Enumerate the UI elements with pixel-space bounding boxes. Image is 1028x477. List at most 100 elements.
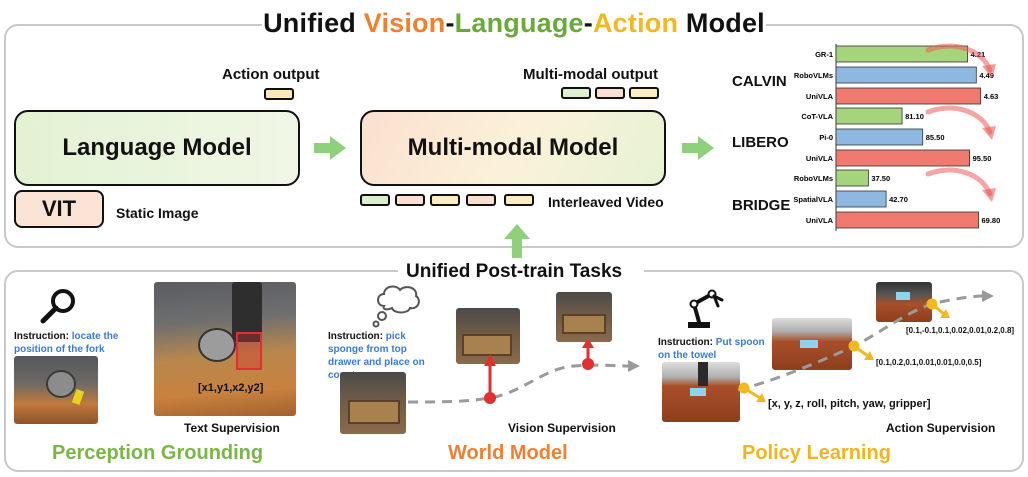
drawer-shape (462, 334, 512, 356)
category-label: SpatialVLA (793, 195, 833, 204)
policy-instruction-label: Instruction: (658, 337, 713, 348)
category-label: Pi-0 (819, 133, 833, 142)
kitchen-photo-large (154, 282, 296, 416)
policy-learning-title: Policy Learning (742, 442, 891, 464)
bar-bridge-robovlms (835, 169, 869, 187)
value-label: 95.50 (973, 154, 992, 163)
drawer-photo-1 (340, 372, 406, 434)
policy-instruction-text: Put spoon on the towel (658, 337, 765, 361)
multimodal-output-token-1 (561, 87, 591, 99)
benchmark-calvin: CALVIN (732, 73, 787, 90)
improvement-arrow-icon (925, 105, 993, 135)
pot-shape (46, 370, 76, 398)
text-supervision-label: Text Supervision (184, 421, 280, 435)
value-label: 81.10 (905, 112, 924, 121)
pot-shape (198, 328, 236, 362)
language-model-box: Language Model (14, 110, 300, 186)
world-model-title: World Model (448, 442, 568, 464)
kitchen-photo-small (14, 356, 98, 424)
bbox-coordinates: [x1,y1,x2,y2] (198, 382, 264, 394)
action-output-token (264, 88, 294, 100)
bar-bridge-univla (835, 211, 979, 229)
category-label: GR-1 (815, 50, 833, 59)
perception-instruction-text: locate the position of the fork (14, 331, 119, 355)
title-word-model: Model (685, 8, 765, 38)
action-vector-label: [x, y, z, roll, pitch, yaw, gripper] (768, 398, 931, 410)
title-word-vision: Vision (363, 8, 446, 38)
video-token-5 (504, 194, 534, 206)
language-model-label: Language Model (62, 134, 252, 161)
improvement-arrow-icon (925, 43, 993, 73)
improvement-arrow-icon (925, 167, 993, 197)
category-label: RoboVLMs (794, 71, 833, 80)
drawer-shape (348, 400, 400, 424)
robot-arm-shape (698, 362, 708, 386)
table-photo-3 (876, 282, 932, 322)
perception-instruction: Instruction: locate the position of the … (14, 330, 144, 356)
bar-bridge-spatialvla (835, 190, 887, 208)
bar-calvin-univla (835, 87, 982, 105)
drawer-shape (562, 314, 606, 334)
multimodal-output-token-3 (629, 87, 659, 99)
video-token-1 (360, 194, 390, 206)
multimodal-output-token-2 (595, 87, 625, 99)
bar-libero-cot-vla (835, 107, 903, 125)
towel-shape (800, 340, 818, 348)
title-background (262, 5, 766, 41)
world-trajectory (407, 340, 640, 404)
vit-box: VIT (14, 190, 104, 228)
bar-calvin-robovlms (835, 66, 977, 84)
vision-supervision-label: Vision Supervision (508, 421, 616, 435)
towel-shape (896, 292, 910, 300)
interleaved-video-label: Interleaved Video (548, 194, 664, 210)
multimodal-model-box: Multi-modal Model (360, 110, 666, 186)
value-label: 69.80 (982, 216, 1001, 225)
category-label: UniVLA (806, 216, 834, 225)
value-label: 42.70 (889, 195, 908, 204)
value-label: 4.49 (979, 71, 994, 80)
post-train-heading-bg (398, 258, 644, 286)
improvement-arrowhead-icon (982, 126, 996, 140)
drawer-photo-3 (556, 292, 612, 342)
category-label: UniVLA (806, 154, 834, 163)
title-hyphen-2: - (583, 8, 593, 38)
static-image-label: Static Image (116, 205, 199, 221)
robot-arm-icon (688, 289, 724, 328)
title-word-action: Action (592, 8, 679, 38)
thought-cloud-icon (372, 285, 420, 328)
arrow-right-icon (682, 136, 714, 160)
table-photo-1 (662, 362, 740, 422)
perception-instruction-label: Instruction: (14, 331, 69, 342)
vit-label: VIT (41, 196, 77, 221)
video-token-2 (395, 194, 425, 206)
arrow-up-icon (504, 224, 530, 258)
category-label: CoT-VLA (801, 112, 833, 121)
main-title: Unified Vision-Language-Action Model (0, 8, 1028, 39)
video-token-3 (430, 194, 460, 206)
perception-grounding-title: Perception Grounding (52, 442, 264, 464)
magnifier-icon (40, 289, 75, 324)
title-word-unified: Unified (263, 8, 357, 38)
improvement-arrowhead-icon (982, 64, 996, 78)
table-photo-2 (772, 318, 852, 370)
bar-libero-univla (835, 149, 970, 167)
bar-libero-pi-0 (835, 128, 924, 146)
multimodal-model-label: Multi-modal Model (407, 134, 619, 161)
action-output-label: Action output (222, 66, 320, 83)
category-label: UniVLA (806, 92, 834, 101)
action-vector-2: [0.1,0.2,0.1,0.01,0.01,0.0,0.5] (876, 358, 982, 367)
post-train-heading: Unified Post-train Tasks (406, 261, 623, 282)
title-hyphen-1: - (445, 8, 455, 38)
drawer-photo-2 (456, 308, 520, 364)
bounding-box (236, 332, 262, 370)
policy-trajectory (737, 290, 994, 402)
towel-shape (690, 388, 706, 396)
category-label: RoboVLMs (794, 174, 833, 183)
benchmark-libero: LIBERO (732, 134, 789, 151)
policy-instruction: Instruction: Put spoon on the towel (658, 336, 768, 362)
value-label: 4.63 (984, 92, 999, 101)
title-word-language: Language (454, 8, 584, 38)
video-token-4 (466, 194, 496, 206)
